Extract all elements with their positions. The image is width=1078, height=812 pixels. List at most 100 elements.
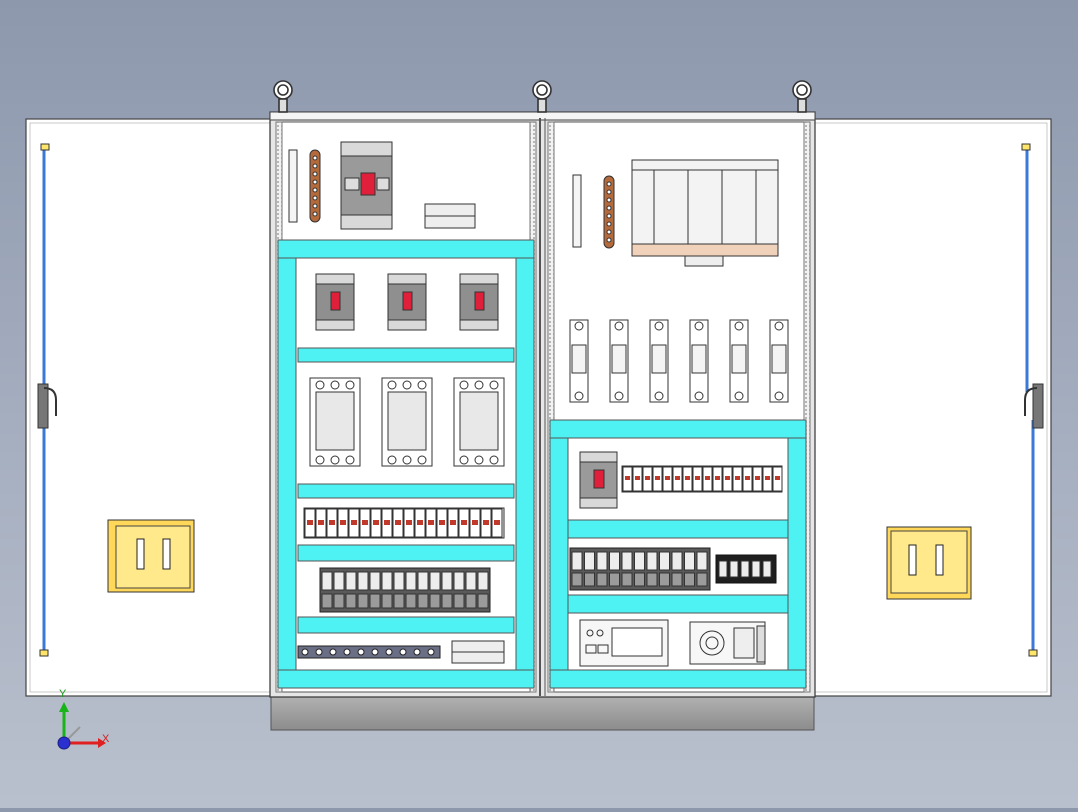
busbar-hole	[312, 155, 318, 161]
fuse-screw	[694, 391, 704, 401]
busbar-hole	[606, 229, 612, 235]
terminal-marker	[406, 520, 412, 525]
breaker-top	[459, 273, 499, 285]
relay-socket	[477, 593, 489, 609]
branch-breakers-row	[315, 273, 499, 331]
contactor-screw	[474, 455, 484, 465]
terminal-marker	[428, 520, 434, 525]
relay	[596, 551, 608, 571]
small-terminal-block	[424, 203, 476, 229]
cable-duct-vertical	[277, 257, 297, 671]
terminal-marker	[384, 520, 390, 525]
terminal-marker	[755, 476, 760, 480]
main-breaker	[340, 141, 393, 230]
terminal-marker	[472, 520, 478, 525]
relay-socket	[609, 572, 620, 587]
terminal-marker	[725, 476, 730, 480]
relay-socket	[345, 593, 357, 609]
terminal-screw	[413, 648, 421, 656]
terminal-marker	[735, 476, 740, 480]
axis-triad	[57, 702, 106, 750]
terminal-screw	[357, 648, 365, 656]
terminal-marker	[765, 476, 770, 480]
relay-socket	[659, 572, 670, 587]
contactor-screw	[345, 380, 355, 390]
contactor-screw	[315, 455, 325, 465]
breaker-top	[315, 273, 355, 285]
terminal-marker	[351, 520, 357, 525]
cable-duct	[277, 669, 535, 689]
cable-duct	[567, 519, 789, 539]
contactor-coil	[315, 391, 355, 451]
terminal-marker	[745, 476, 750, 480]
terminal-marker	[483, 520, 489, 525]
power-supply	[689, 621, 766, 665]
terminal-marker	[417, 520, 423, 525]
relay-socket	[333, 593, 345, 609]
contactor-screw	[330, 455, 340, 465]
terminal-marker	[362, 520, 368, 525]
relay-socket	[684, 572, 695, 587]
terminal-marker	[461, 520, 467, 525]
relay	[453, 571, 465, 591]
terminal-modules-row	[303, 507, 505, 539]
small-module	[729, 560, 739, 578]
relay-socket	[596, 572, 608, 587]
relay-socket	[465, 593, 477, 609]
relay-socket	[441, 593, 453, 609]
relay-socket	[634, 572, 645, 587]
relay	[345, 571, 357, 591]
terminal-marker	[635, 476, 640, 480]
y-axis-label: Y	[59, 688, 67, 700]
terminal-marker	[494, 520, 500, 525]
busbar-bar	[309, 149, 321, 223]
contactor-screw	[489, 380, 499, 390]
breaker-bottom	[315, 319, 355, 331]
relay	[584, 551, 595, 571]
relay	[405, 571, 417, 591]
relay-socket	[429, 593, 441, 609]
relay-socket	[453, 593, 465, 609]
busbar-hole	[312, 187, 318, 193]
contactor-screw	[330, 380, 340, 390]
right-breaker	[579, 451, 618, 509]
x-axis-label: X	[102, 733, 110, 745]
small-module	[740, 560, 750, 578]
relay-socket	[405, 593, 417, 609]
relay	[465, 571, 477, 591]
contactor-screw	[417, 380, 427, 390]
relay-socket	[321, 593, 333, 609]
fuse-screw	[654, 321, 664, 331]
small-module	[718, 560, 728, 578]
relay	[429, 571, 441, 591]
cable-duct	[297, 483, 515, 499]
contactor-screw	[387, 455, 397, 465]
cable-duct-vertical	[549, 437, 569, 671]
fuse-screw	[734, 321, 744, 331]
relay-socket	[417, 593, 429, 609]
power-capacitor-module	[631, 159, 779, 267]
fuse-screw	[654, 391, 664, 401]
relay-socket	[393, 593, 405, 609]
terminal-marker	[307, 520, 313, 525]
cabinet-plinth	[270, 694, 815, 731]
fuse-screw	[574, 391, 584, 401]
terminal-marker	[340, 520, 346, 525]
fuse-screw	[614, 391, 624, 401]
contactor-screw	[417, 455, 427, 465]
terminal-marker	[775, 476, 780, 480]
right-hinge-rod	[1021, 143, 1044, 657]
relay	[477, 571, 489, 591]
terminal-marker	[439, 520, 445, 525]
terminal-marker	[329, 520, 335, 525]
terminal-marker	[715, 476, 720, 480]
cable-duct	[549, 669, 807, 689]
relay	[671, 551, 683, 571]
cable-duct	[297, 616, 515, 634]
terminal-marker	[675, 476, 680, 480]
contactor-screw	[459, 380, 469, 390]
relay	[357, 571, 369, 591]
relay	[333, 571, 345, 591]
terminal-marker	[373, 520, 379, 525]
